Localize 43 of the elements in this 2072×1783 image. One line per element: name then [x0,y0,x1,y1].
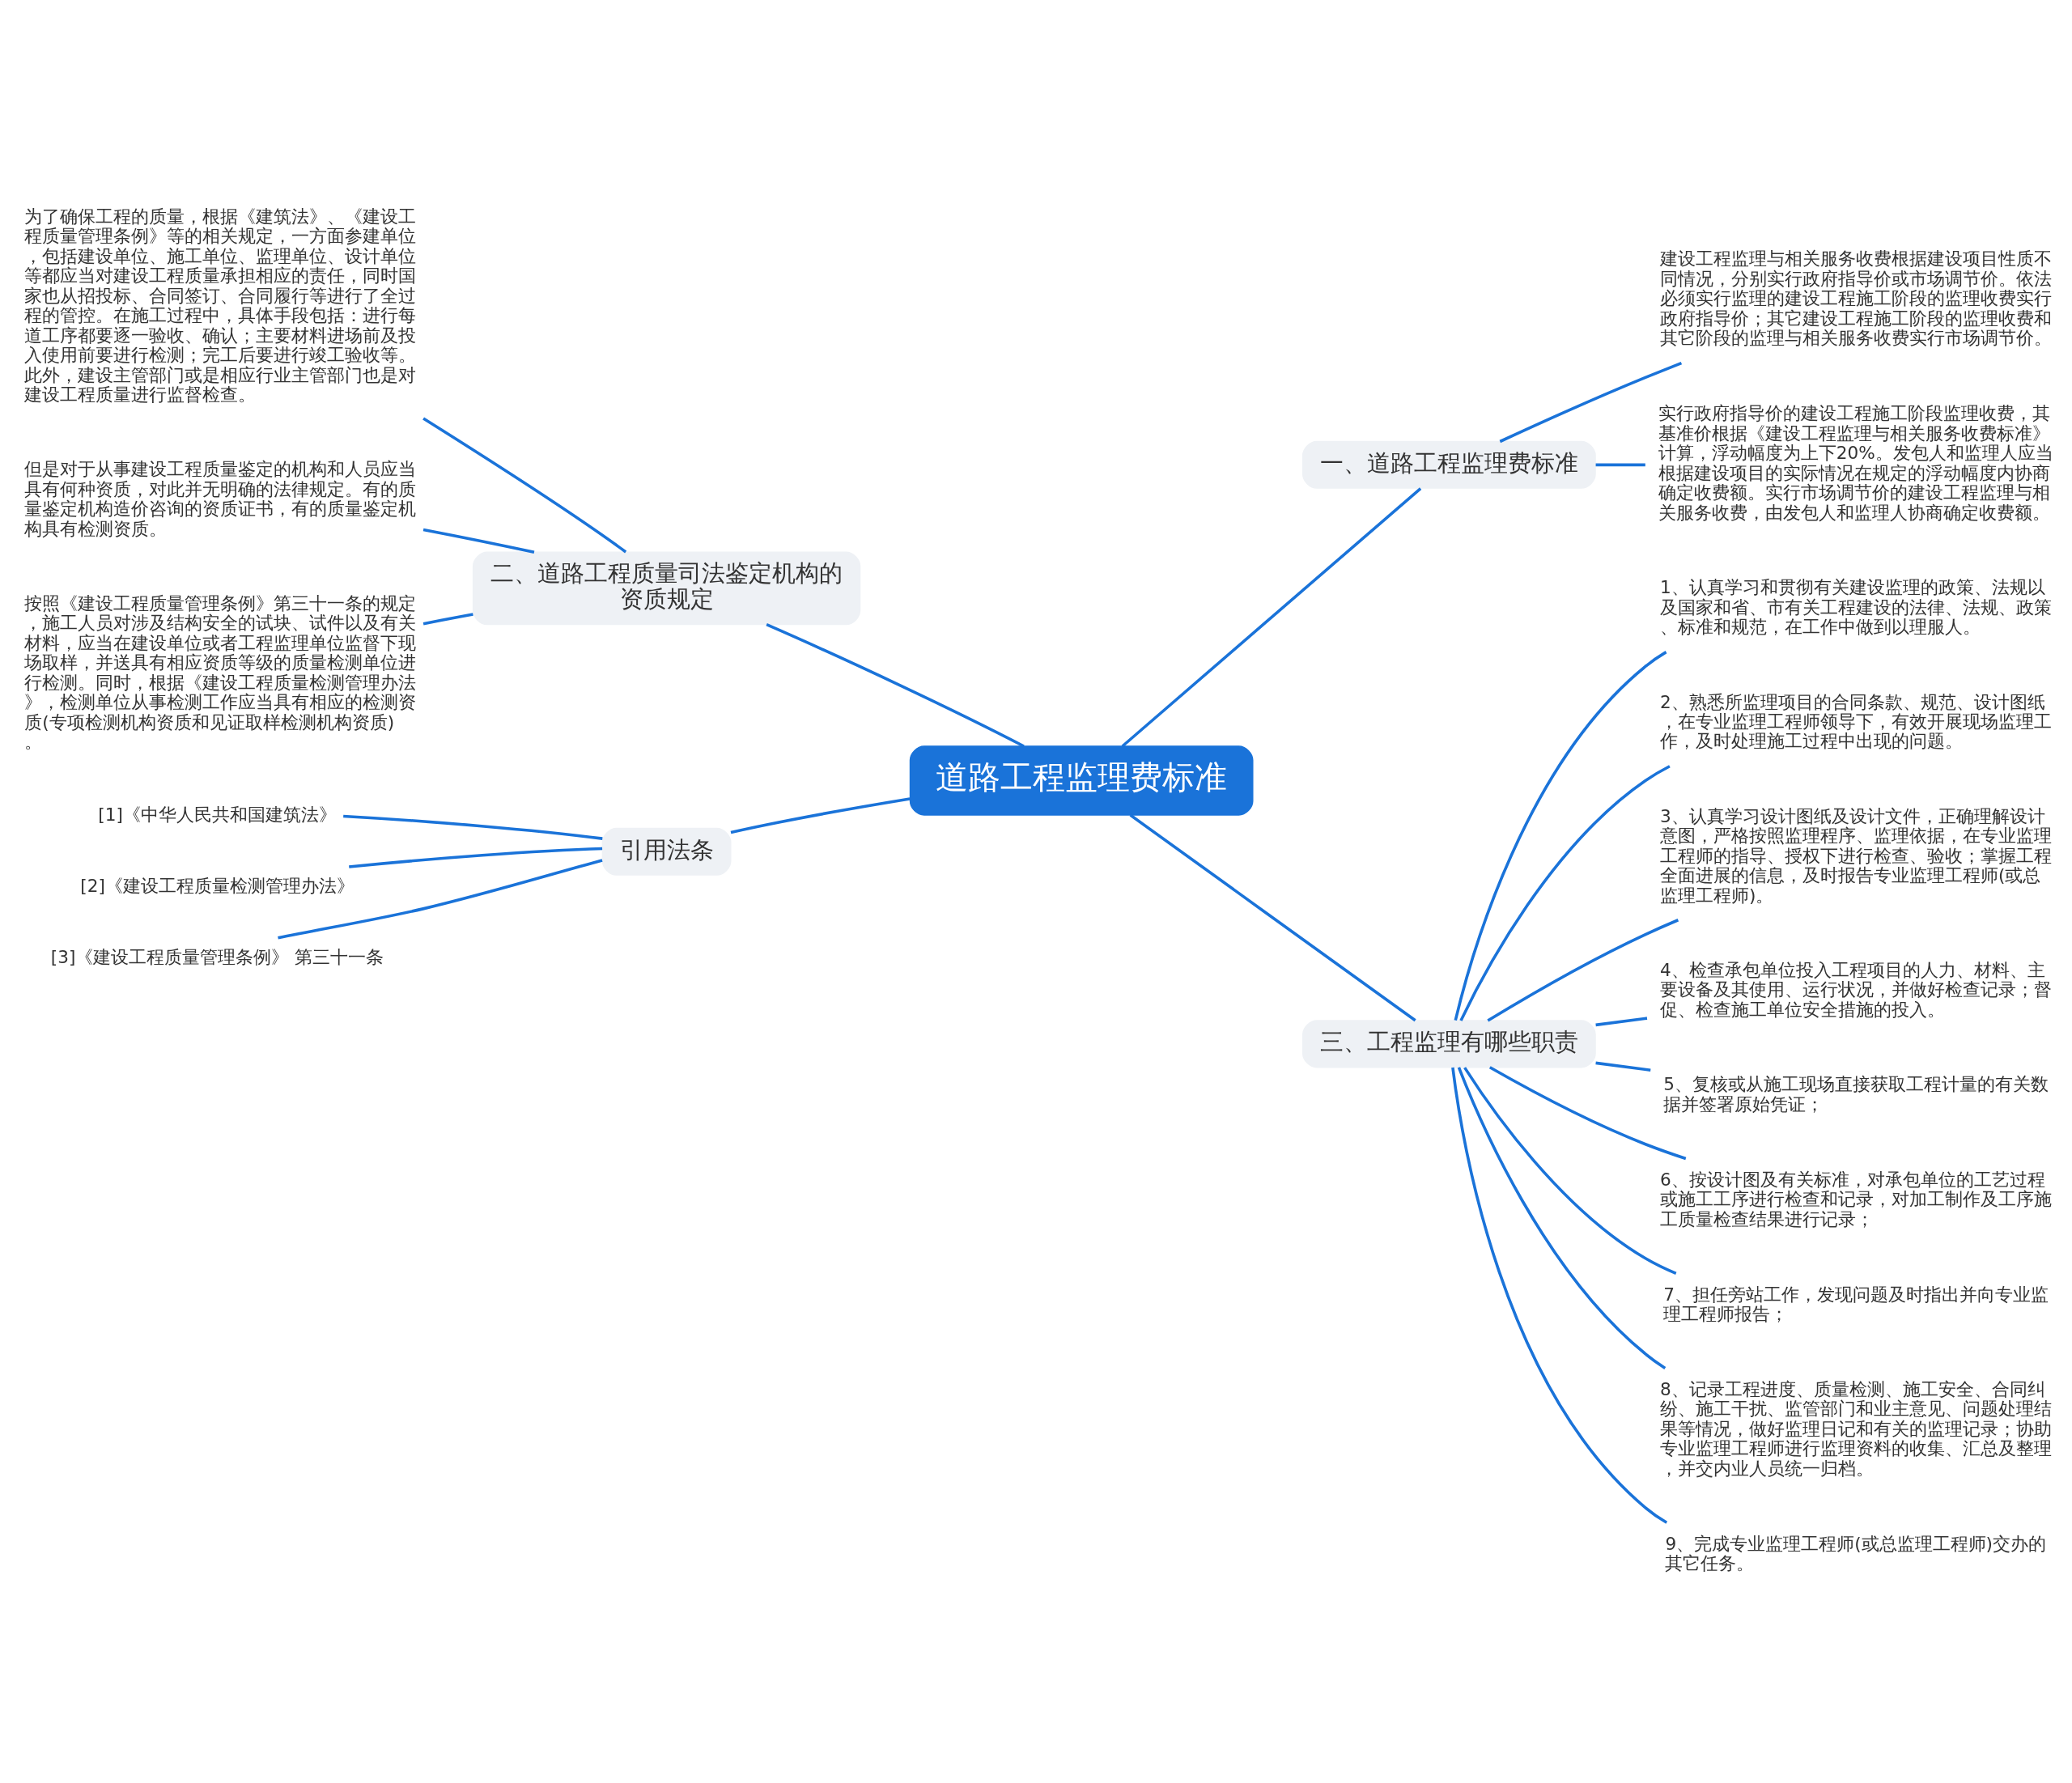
connector [1459,764,1671,1021]
connector [1463,1066,1677,1275]
node-text: 6、按设计图及有关标准，对承包单位的工艺过程或施工工序进行检查和记录，对加工制作及工序施工质量检查结果进行记录； [1659,1169,2052,1229]
connector [1121,486,1422,747]
node-text: 7、担任旁站工作，发现问题及时指出并向专业监理工程师报告； [1663,1284,2049,1324]
node-text: 1、认真学习和贯彻有关建设监理的政策、法规以及国家和省、市有关工程建设的法律、法规、政策、标准和规范，在工作中做到以理服人。 [1659,576,2052,637]
node-text: [3]《建设工程质量管理条例》 第三十一条 [50,946,384,967]
connector [1499,361,1683,443]
connector [1457,1066,1667,1369]
node-text: 5、复核或从施工现场直接获取工程计量的有关数据并签署原始凭证； [1663,1073,2049,1114]
node-box: 二、道路工程质量司法鉴定机构的资质规定 [472,551,861,625]
connector [1488,1065,1687,1160]
node-box: 三、工程监理有哪些职责 [1302,1019,1596,1068]
connector [1595,463,1645,466]
node-text: 3、认真学习设计图纸及设计文件，正确理解设计意图，严格按照监理程序、监理依据，在专业监理工程师的指导、授权下进行检查、验收；掌握工程全面进展的信息，及时报告专业监理工程师(或总监理工程师)。 [1659,805,2052,906]
connector [343,814,603,840]
node-text: 但是对于从事建设工程质量鉴定的机构和人员应当具有何种资质，对此并无明确的法律规定。有的质量鉴定机构造价咨询的资质证书，有的质量鉴定机构具有检测资质。 [24,458,417,539]
connector [278,858,603,940]
connector [422,416,627,553]
connector [1451,1067,1668,1524]
node-text: 实行政府指导价的建设工程施工阶段监理收费，其基准价根据《建设工程监理与相关服务收费标准》计算，浮动幅度为上下20%。发包人和监理人应当根据建设项目的实际情况在规定的浮动幅度内协商确定收费额。实行市场调节价的建设工程监理与相关服务收费，由发包人和监理人协商确定收费额。 [1658,402,2053,523]
node-box: 引用法条 [601,827,732,876]
node-text: [2]《建设工程质量检测管理办法》 [80,875,355,896]
node-text: 建设工程监理与相关服务收费根据建设项目性质不同情况，分别实行政府指导价或市场调节价。依法必须实行监理的建设工程施工阶段的监理收费实行政府指导价；其它建设工程施工阶段的监理收费和其它阶段的监理与相关服务收费实行市场调节价。 [1659,248,2052,348]
node-text: 4、检查承包单位投入工程项目的人力、材料、主要设备及其使用、运行状况，并做好检查记录；督促、检查施工单位安全措施的投入。 [1659,959,2052,1020]
connector [349,847,603,868]
node-text: 2、熟悉所监理项目的合同条款、规范、设计图纸，在专业监理工程师领导下，有效开展现场监理工作，及时处理施工过程中出现的问题。 [1659,691,2052,751]
node-text: [1]《中华人民共和国建筑法》 [98,804,337,825]
node-box: 道路工程监理费标准 [909,745,1254,816]
node-text: 8、记录工程进度、质量检测、施工安全、合同纠纷、施工干扰、监管部门和业主意见、问题处理结果等情况，做好监理日记和有关的监理记录；协助专业监理工程师进行监理资料的收集、汇总及整理，并交内业人员统一归档。 [1659,1378,2052,1479]
node-text: 按照《建设工程质量管理条例》第三十一条的规定，施工人员对涉及结构安全的试块、试件以及有关材料，应当在建设单位或者工程监理单位监督下现场取样，并送具有相应资质等级的质量检测单位进行检测。同时，根据《建设工程质量检测管理办法》，检测单位从事检测工作应当具有相应的检测资质(专项检测机构资质和见证取样检测机构资质)。 [24,592,417,752]
connector [766,622,1025,748]
connector [1595,1061,1651,1072]
connector [1454,650,1667,1021]
node-text: 9、完成专业监理工程师(或总监理工程师)交办的其它任务。 [1665,1533,2047,1573]
connector [730,796,911,834]
connector [1487,918,1679,1021]
connector [1129,813,1416,1021]
node-text: 为了确保工程的质量，根据《建筑法》、《建设工程质量管理条例》等的相关规定，一方面参建单位，包括建设单位、施工单位、监理单位、设计单位等都应当对建设工程质量承担相应的责任，同时国家也从招投标、合同签订、合同履行等进行了全过程的管控。在施工过程中，具体手段包括：进行每道工序都要逐一验收、确认；主要材料进场前及投入使用前要进行检测；完工后要进行竣工验收等。此外，建设主管部门或是相应行业主管部门也是对建设工程质量进行监督检查。 [24,206,417,405]
node-box: 一、道路工程监理费标准 [1302,440,1596,489]
connector [1595,1016,1648,1026]
connector [422,528,535,554]
connector [422,612,473,625]
